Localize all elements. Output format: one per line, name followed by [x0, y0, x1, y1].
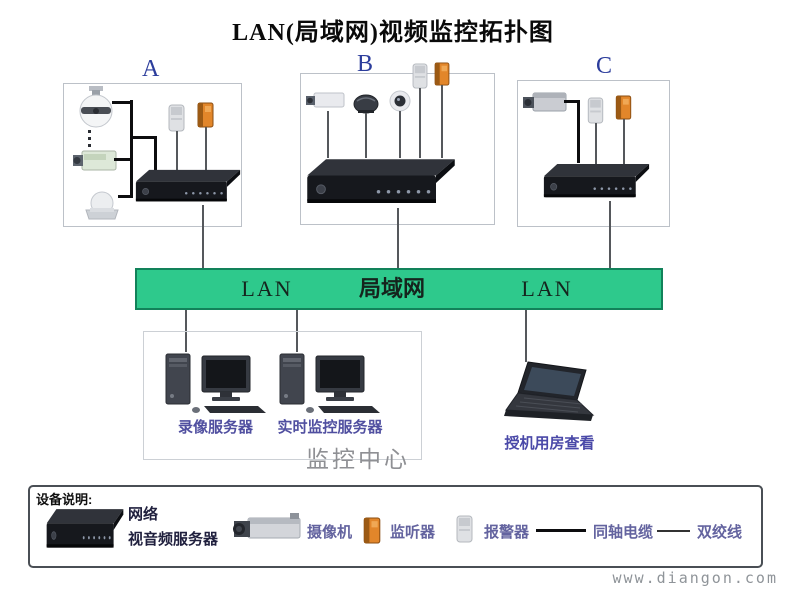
ptz-dome-camera-icon	[76, 86, 116, 130]
alarm-wire	[419, 88, 421, 158]
more-cameras-dots	[88, 130, 91, 147]
camera-label: 摄像机	[307, 525, 353, 541]
laptop-icon	[498, 360, 603, 428]
alarm-sensor-icon	[168, 104, 185, 132]
network-video-server-b	[306, 158, 456, 208]
lan-bus-bar: LAN 局域网 LAN	[135, 268, 663, 310]
recording-server-label: 录像服务器	[177, 419, 253, 436]
box-camera-link	[114, 158, 132, 161]
box-camera-icon	[72, 148, 118, 174]
ceiling-camera-icon	[82, 190, 122, 220]
listener-icon	[197, 102, 214, 128]
twisted-pair-label: 双绞线	[697, 525, 743, 541]
camera-wire	[327, 111, 329, 158]
listener-icon	[615, 95, 632, 120]
network-video-server-c	[543, 163, 650, 201]
lan-label-left: LAN	[241, 276, 293, 301]
network-av-server-label-line2: 视音频服务器	[128, 532, 219, 548]
dome-camera-link	[112, 101, 132, 104]
section-c-label: C	[596, 53, 613, 79]
recording-server-pc-icon	[158, 350, 273, 416]
listener-wire	[623, 119, 625, 164]
listener-label: 监听器	[390, 525, 436, 541]
alarm-sensor-icon	[412, 63, 428, 89]
remote-view-label: 授机用房查看	[504, 435, 595, 452]
network-av-server-label-line1: 网络	[128, 507, 159, 523]
legend-box	[28, 485, 763, 568]
coaxial-cable-line	[536, 529, 586, 532]
camera-link-h	[564, 100, 580, 103]
listener-legend-icon	[362, 517, 382, 544]
camera-link-v	[577, 100, 580, 163]
section-c-box	[517, 80, 670, 227]
camera-wire	[399, 111, 401, 158]
alarm-sensor-icon	[587, 97, 604, 124]
legend-title: 设备说明:	[36, 492, 93, 507]
server-c-to-lan-wire	[609, 201, 611, 268]
diagram-title: LAN(局域网)视频监控拓扑图	[232, 20, 554, 46]
bus-to-server-v	[154, 136, 157, 171]
lan-label-center: 局域网	[358, 276, 425, 301]
twisted-pair-line	[657, 530, 690, 532]
realtime-server-pc-icon	[272, 350, 387, 416]
section-a-box	[63, 83, 242, 227]
lan-to-laptop-wire	[525, 310, 527, 362]
section-b-label: B	[357, 51, 374, 77]
realtime-server-label: 实时监控服务器	[277, 419, 383, 436]
box-camera-icon	[521, 90, 567, 114]
mini-dome-camera-icon	[352, 94, 380, 114]
lan-label-right: LAN	[521, 276, 573, 301]
camera-bus-line	[130, 100, 133, 198]
monitoring-center-box	[143, 331, 422, 460]
server-a-to-lan-wire	[202, 205, 204, 268]
alarm-wire	[595, 123, 597, 164]
camera-wire	[365, 113, 367, 158]
network-video-server-a	[135, 169, 241, 205]
camera-legend-icon	[226, 512, 304, 546]
watermark: www.diangon.com	[612, 569, 778, 587]
monitoring-center-title: 监控中心	[306, 447, 410, 472]
alarm-legend-icon	[456, 514, 473, 544]
bus-to-server-h	[130, 136, 157, 139]
box-camera-icon	[306, 90, 346, 112]
listener-wire	[205, 127, 207, 170]
listener-icon	[434, 62, 450, 86]
ceiling-camera-link	[118, 195, 132, 198]
coaxial-cable-label: 同轴电缆	[593, 525, 654, 541]
alarm-wire	[176, 131, 178, 170]
server-b-to-lan-wire	[397, 208, 399, 268]
alarm-label: 报警器	[484, 525, 530, 541]
eyeball-camera-icon	[386, 90, 414, 112]
section-a-label: A	[142, 56, 160, 82]
listener-wire	[441, 85, 443, 158]
network-av-server-icon	[46, 508, 124, 552]
